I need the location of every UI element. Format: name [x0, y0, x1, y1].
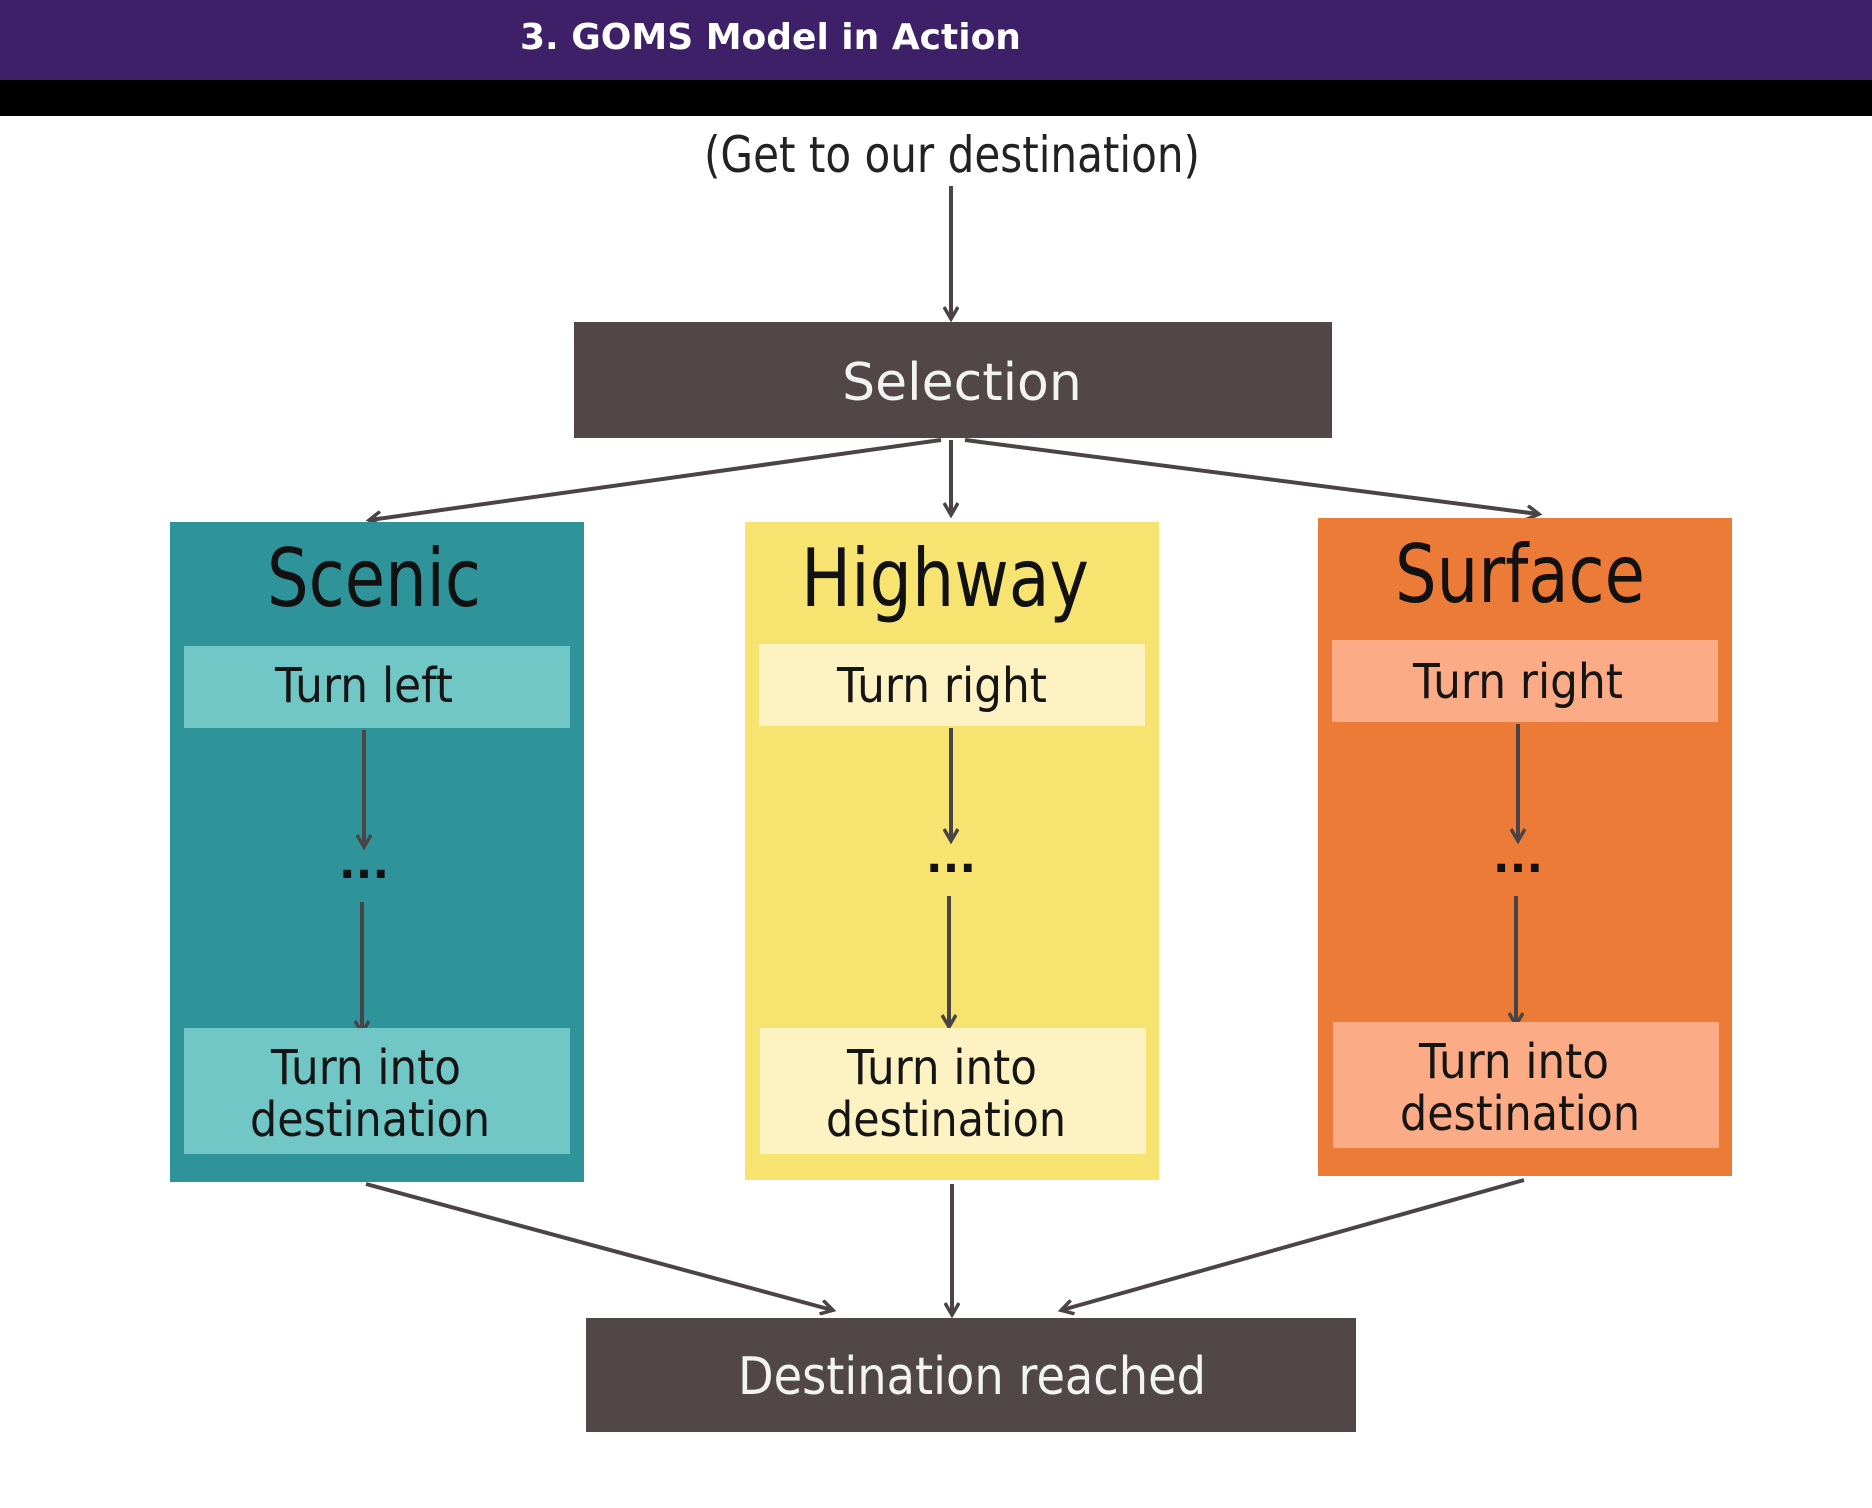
- scenic-last-step-box: [184, 1028, 570, 1154]
- column-scenic: Scenic Turn left ... Turn into destinati…: [170, 522, 584, 1182]
- scenic-last-step-line1: Turn into: [270, 1040, 461, 1096]
- column-scenic-title: Scenic: [267, 532, 481, 625]
- surface-first-step-box: [1332, 640, 1718, 722]
- title-bar: 3. GOMS Model in Action: [0, 0, 1872, 80]
- arrow-scenic-to-final: [365, 1182, 832, 1310]
- highway-last-step-line1: Turn into: [846, 1040, 1037, 1096]
- highway-first-step-label: Turn right: [836, 658, 1047, 714]
- column-surface-title: Surface: [1395, 528, 1645, 621]
- highway-last-step-box: [760, 1028, 1146, 1154]
- goms-diagram: (Get to our destination) Selection Sceni…: [170, 126, 1732, 1432]
- goal-label: (Get to our destination): [704, 126, 1200, 184]
- selection-label: Selection: [842, 353, 1082, 413]
- destination-reached-box: [586, 1318, 1356, 1432]
- highway-ellipsis: ...: [926, 832, 976, 883]
- destination-reached-label: Destination reached: [738, 1347, 1206, 1407]
- column-surface: Surface Turn right ... Turn into destina…: [1318, 518, 1732, 1176]
- surface-last-step-line2: destination: [1400, 1086, 1640, 1142]
- highway-first-step-box: [759, 644, 1145, 726]
- arrow-selection-to-surface: [964, 438, 1538, 514]
- surface-first-step-label: Turn right: [1412, 654, 1623, 710]
- scenic-ellipsis: ...: [339, 838, 389, 889]
- selection-box: [574, 322, 1332, 438]
- scenic-last-step-line2: destination: [250, 1092, 490, 1148]
- scenic-first-step-label: Turn left: [274, 658, 453, 714]
- scenic-first-step-box: [184, 646, 570, 728]
- column-highway-title: Highway: [801, 532, 1089, 625]
- divider-strip: [0, 80, 1872, 116]
- surface-last-step-line1: Turn into: [1418, 1034, 1609, 1090]
- highway-last-step-line2: destination: [826, 1092, 1066, 1148]
- surface-ellipsis: ...: [1493, 832, 1543, 883]
- arrow-surface-to-final: [1062, 1178, 1525, 1310]
- arrow-selection-to-scenic: [370, 438, 942, 520]
- slide-title: 3. GOMS Model in Action: [520, 17, 1021, 58]
- surface-last-step-box: [1333, 1022, 1719, 1148]
- column-highway: Highway Turn right ... Turn into destina…: [745, 522, 1159, 1180]
